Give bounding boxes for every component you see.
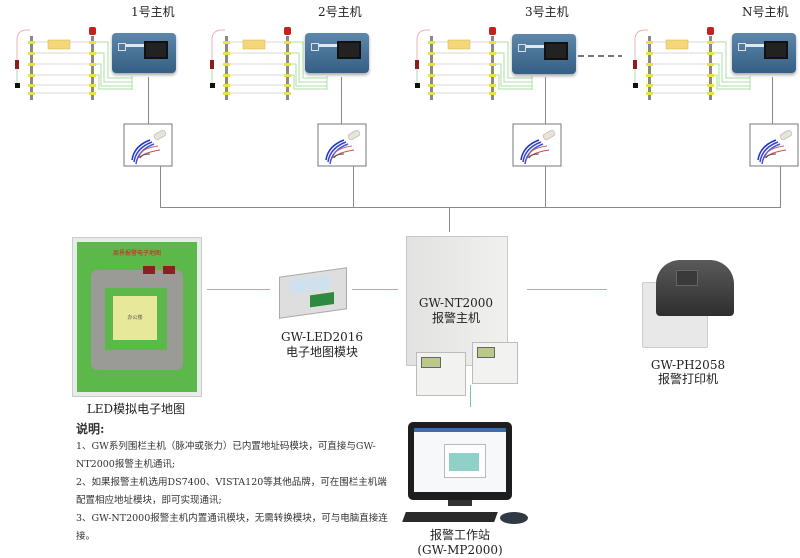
address-module-n — [749, 123, 799, 167]
monitor — [408, 422, 512, 500]
fence-host-panel-2 — [305, 33, 369, 73]
printer-model: GW-PH2058 — [650, 358, 726, 372]
link-host3-module — [545, 77, 546, 124]
host-title-n: N号主机 — [742, 5, 789, 19]
keyboard — [402, 512, 498, 522]
panel-screen — [144, 41, 168, 59]
workstation-model: (GW-MP2000) — [417, 543, 503, 557]
panel-screen — [764, 41, 788, 59]
panel-screen — [544, 42, 568, 60]
keypad-2 — [472, 342, 518, 384]
mouse — [500, 512, 528, 524]
logo-icon — [311, 43, 319, 51]
map-building: 办公楼 — [113, 296, 157, 340]
note-item-3: 3、GW-NT2000报警主机内置通讯模块，无需转换模块，可与电脑直接连接。 — [76, 513, 388, 542]
printer-name: 报警打印机 — [657, 372, 718, 386]
link-hostn-module — [772, 77, 773, 124]
bus-horizontal — [160, 207, 781, 208]
map-surface: 周界报警电子地图 办公楼 — [77, 242, 197, 392]
note-item-1: 1、GW系列围栏主机（脉冲或张力）已内置地址码模块，可直接与GW-NT2000报… — [76, 441, 376, 470]
logo-icon — [738, 43, 746, 51]
logo-icon — [118, 43, 126, 51]
bus-drop-n — [780, 166, 781, 207]
fence-systems — [14, 26, 751, 101]
link-host1-module — [148, 77, 149, 124]
led-module-device — [279, 267, 347, 319]
fence-host-panel-n — [732, 33, 796, 73]
link-host2-module — [341, 77, 342, 124]
bus-drop-2 — [353, 166, 354, 207]
link-host-printer — [527, 289, 607, 290]
workstation-name: 报警工作站 — [429, 528, 490, 542]
link-map-module — [207, 289, 270, 290]
keypad-display — [477, 347, 495, 358]
address-module-3 — [512, 123, 562, 167]
host-title-3: 3号主机 — [525, 5, 569, 19]
bus-drop-3 — [545, 166, 546, 207]
keypad-display — [421, 357, 441, 368]
alarm-host-model: GW-NT2000 — [418, 296, 494, 310]
monitor-stand — [448, 500, 472, 506]
notes-section: 说明: 1、GW系列围栏主机（脉冲或张力）已内置地址码模块，可直接与GW-NT2… — [76, 420, 396, 546]
alarm-host-name: 报警主机 — [431, 311, 480, 325]
note-item-2: 2、如果报警主机选用DS7400、VISTA120等其他品牌，可在围栏主机端配置… — [76, 477, 387, 506]
fence-host-panel-3 — [512, 34, 576, 74]
address-modules — [123, 123, 799, 167]
bus-drop-1 — [160, 166, 161, 207]
address-module-2 — [317, 123, 367, 167]
panel-screen — [337, 41, 361, 59]
notes-heading: 说明: — [76, 422, 105, 436]
link-module-host — [352, 289, 398, 290]
led-module-model: GW-LED2016 — [281, 330, 363, 344]
address-module-1 — [123, 123, 173, 167]
host-title-2: 2号主机 — [318, 5, 362, 19]
fence-host-panel-1 — [112, 33, 176, 73]
keypad-1 — [416, 352, 466, 396]
led-map-label: LED模拟电子地图 — [86, 402, 186, 416]
printer-device — [636, 256, 736, 348]
logo-icon — [518, 44, 526, 52]
host-title-1: 1号主机 — [131, 5, 175, 19]
link-host-workstation — [470, 385, 471, 407]
bus-to-alarm-host — [449, 207, 450, 232]
monitor-screen — [414, 428, 506, 492]
map-title: 周界报警电子地图 — [112, 250, 161, 257]
led-map-board: 周界报警电子地图 办公楼 — [72, 237, 202, 397]
led-module-name: 电子地图模块 — [285, 345, 358, 359]
